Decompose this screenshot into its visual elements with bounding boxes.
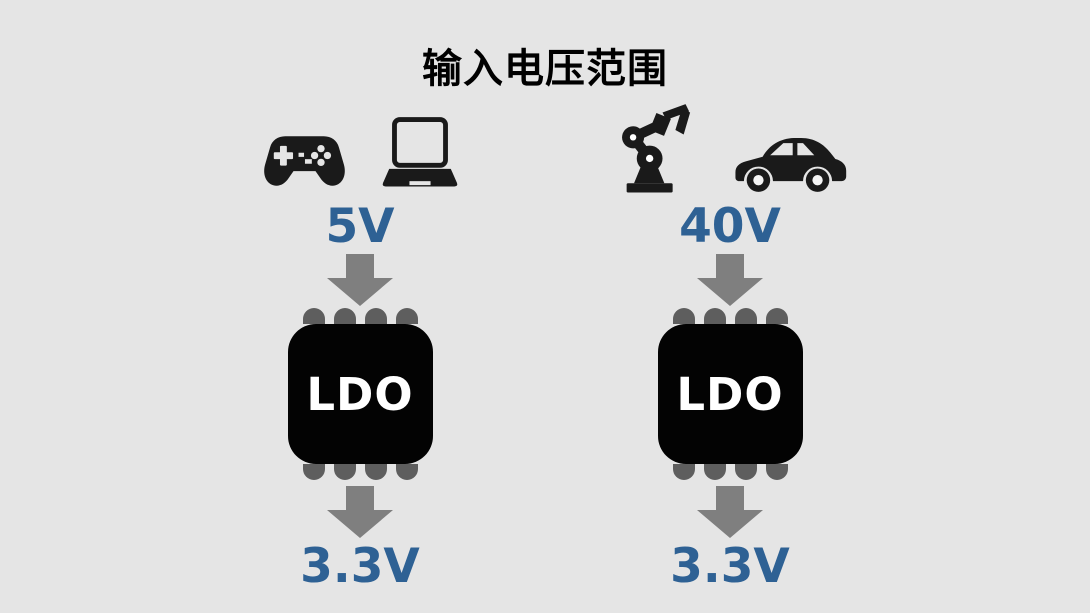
chip-pin <box>364 308 387 324</box>
laptop-icon <box>382 117 457 187</box>
chip-pin <box>302 464 325 480</box>
chip-label: LDO <box>306 367 414 421</box>
chip-pin <box>734 308 757 324</box>
page-title: 输入电压范围 <box>422 46 668 92</box>
down-arrow-icon <box>327 254 393 306</box>
robot-arm-icon <box>622 104 691 193</box>
chip-label: LDO <box>676 367 784 421</box>
chip-pin <box>364 464 387 480</box>
chip-pin <box>333 464 356 480</box>
input-voltage-label: 5V <box>325 199 395 254</box>
chip-pins-top <box>302 308 418 324</box>
ldo-chip: LDO <box>657 308 803 480</box>
down-arrow-icon <box>697 486 763 538</box>
device-icons-high <box>611 100 849 194</box>
down-arrow-icon <box>697 254 763 306</box>
chip-pin <box>734 464 757 480</box>
chip-pin <box>333 308 356 324</box>
chip-pins-top <box>672 308 788 324</box>
down-arrow-icon <box>327 486 393 538</box>
chip-pin <box>395 308 418 324</box>
chip-pin <box>672 308 695 324</box>
chip-body: LDO <box>657 324 803 464</box>
output-voltage-label: 3.3V <box>670 539 790 594</box>
chip-pin <box>703 308 726 324</box>
chip-pin <box>765 308 788 324</box>
chip-pin <box>672 464 695 480</box>
chip-pin <box>765 464 788 480</box>
chip-pin <box>703 464 726 480</box>
chip-pins-bottom <box>302 464 418 480</box>
device-icons-low <box>257 100 464 194</box>
ldo-chip: LDO <box>287 308 433 480</box>
gamepad-icon <box>263 136 345 186</box>
output-voltage-label: 3.3V <box>300 539 420 594</box>
high-voltage-column: 40V LDO 3.3V <box>600 100 860 592</box>
input-voltage-label: 40V <box>679 199 781 254</box>
car-icon <box>735 137 847 192</box>
low-voltage-column: 5V LDO 3.3V <box>230 100 490 592</box>
chip-pins-bottom <box>672 464 788 480</box>
chip-pin <box>302 308 325 324</box>
chip-pin <box>395 464 418 480</box>
chip-body: LDO <box>287 324 433 464</box>
